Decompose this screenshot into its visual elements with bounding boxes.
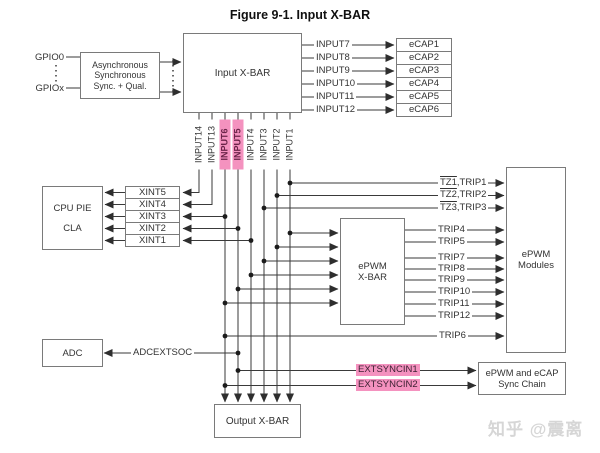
- ecap4-box: eCAP4: [396, 77, 452, 91]
- sync-qual-box: Asynchronous Synchronous Sync. + Qual.: [80, 52, 160, 99]
- trip10-label: TRIP10: [436, 286, 473, 298]
- input-xbar-box: Input X-BAR: [183, 33, 302, 113]
- trip11-label: TRIP11: [436, 298, 472, 310]
- input8-label: INPUT8: [314, 52, 352, 64]
- output-xbar-box: Output X-BAR: [214, 404, 301, 438]
- extsyncin1-label: EXTSYNCIN1: [356, 364, 420, 376]
- trip6-label: TRIP6: [437, 330, 468, 342]
- extsyncin2-label: EXTSYNCIN2: [356, 379, 420, 391]
- gpio0-label: GPIO0: [34, 52, 64, 63]
- input1-vertical-label: INPUT1: [284, 119, 296, 170]
- adcextsoc-label: ADCEXTSOC: [131, 347, 195, 359]
- tz2-trip2-label: TZ2,TRIP2: [438, 189, 489, 201]
- trip9-label: TRIP9: [436, 274, 467, 286]
- input7-label: INPUT7: [314, 39, 352, 51]
- xint1-box: XINT1: [125, 234, 180, 247]
- input13-vertical-label: INPUT13: [206, 119, 218, 170]
- ecap2-box: eCAP2: [396, 51, 452, 65]
- input6-vertical-label: INPUT6: [219, 119, 231, 170]
- input5-vertical-label: INPUT5: [232, 119, 244, 170]
- watermark: 知乎 @震离: [488, 420, 584, 439]
- tz1-trip1-label: TZ1,TRIP1: [438, 177, 489, 189]
- input14-vertical-label: INPUT14: [193, 119, 205, 170]
- ecap5-box: eCAP5: [396, 90, 452, 104]
- junction-dots: [222, 180, 293, 388]
- input12-label: INPUT12: [314, 104, 358, 116]
- input3-vertical-label: INPUT3: [258, 119, 270, 170]
- trip7-label: TRIP7: [436, 252, 467, 264]
- input2-vertical-label: INPUT2: [271, 119, 283, 170]
- trip5-label: TRIP5: [436, 236, 467, 248]
- epwm-xbar-box: ePWM X-BAR: [340, 218, 405, 325]
- ecap3-box: eCAP3: [396, 64, 452, 78]
- input10-label: INPUT10: [314, 78, 358, 90]
- tz3-trip3-label: TZ3,TRIP3: [438, 202, 489, 214]
- gpiox-label: GPIOx: [35, 83, 64, 94]
- input9-label: INPUT9: [314, 65, 352, 77]
- cpu-pie-cla-box: CPU PIE CLA: [42, 186, 103, 250]
- input4-vertical-label: INPUT4: [245, 119, 257, 170]
- trip12-label: TRIP12: [436, 310, 473, 322]
- figure-title: Figure 9-1. Input X-BAR: [229, 8, 371, 22]
- sync-chain-box: ePWM and eCAP Sync Chain: [478, 362, 566, 395]
- trip4-label: TRIP4: [436, 224, 467, 236]
- ecap6-box: eCAP6: [396, 103, 452, 117]
- trip8-label: TRIP8: [436, 263, 467, 275]
- adc-box: ADC: [42, 339, 103, 367]
- input11-label: INPUT11: [314, 91, 357, 103]
- ecap1-box: eCAP1: [396, 38, 452, 52]
- epwm-modules-box: ePWM Modules: [506, 167, 566, 353]
